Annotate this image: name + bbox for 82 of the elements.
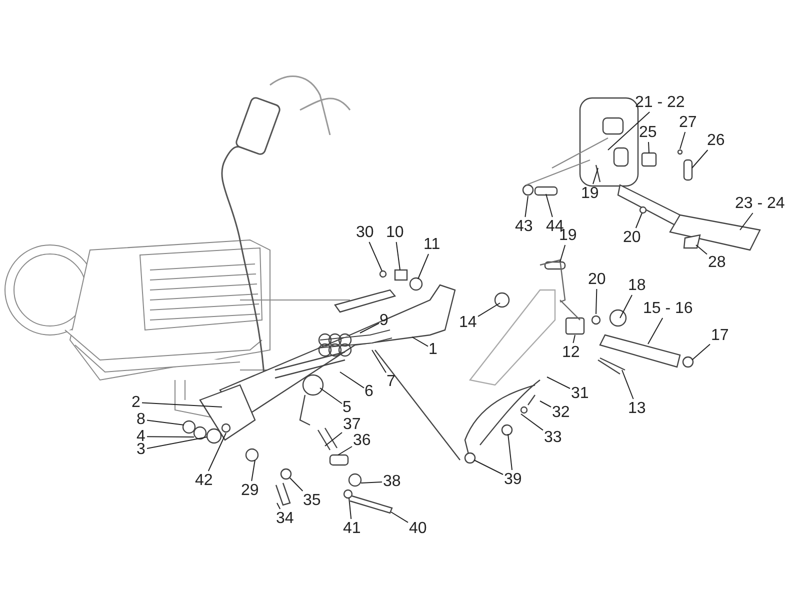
leader-line [648, 318, 664, 344]
callout-number: 40 [409, 520, 427, 536]
callout-number: 12 [562, 344, 580, 360]
callout-number: 31 [571, 384, 589, 402]
callout-number: 1 [428, 340, 438, 358]
leader-line [608, 112, 650, 150]
leader-line [290, 478, 304, 492]
leader-line [390, 512, 408, 523]
leader-line [360, 482, 382, 484]
callout-number: 13 [628, 400, 646, 416]
callout-number: 28 [708, 254, 726, 270]
callout-number: 41 [343, 520, 361, 536]
leader-line [338, 446, 352, 456]
callout-number: 21 - 22 [635, 94, 685, 110]
leader-line [368, 242, 382, 272]
leader-line [372, 350, 386, 374]
callout-number: 36 [353, 432, 371, 448]
leader-line [146, 436, 194, 438]
callout-number: 25 [639, 124, 657, 140]
callout-number: 34 [276, 510, 294, 526]
callout-number: 29 [241, 482, 259, 498]
leader-line [146, 436, 208, 449]
leader-line [546, 194, 553, 218]
callout-number: 5 [342, 398, 352, 416]
leader-line [648, 142, 650, 154]
leader-line [142, 402, 222, 408]
callout-number: 20 [588, 270, 606, 288]
callout-number: 18 [628, 276, 646, 294]
leader-line [324, 432, 342, 446]
leader-line [418, 254, 429, 280]
leader-line [692, 344, 710, 360]
callout-number: 43 [515, 218, 533, 234]
leader-line [635, 212, 642, 228]
callout-number: 20 [623, 228, 641, 246]
leader-line [474, 460, 504, 475]
callout-number: 8 [136, 410, 146, 428]
leader-line [692, 150, 708, 168]
leader-line [592, 168, 598, 184]
leader-line [560, 244, 566, 262]
leader-line [596, 288, 598, 314]
callout-number: 6 [364, 382, 374, 400]
leader-line [340, 372, 364, 388]
callout-number: 39 [504, 470, 522, 488]
leader-line [276, 502, 281, 510]
callout-number: 37 [343, 416, 361, 432]
callout-number: 11 [424, 236, 440, 252]
leader-line [360, 322, 380, 334]
leader-line [412, 336, 428, 347]
leader-line [396, 242, 400, 270]
leader-line [622, 370, 634, 400]
callout-number: 38 [383, 472, 401, 490]
callout-number: 35 [303, 492, 321, 508]
callout-number: 33 [544, 428, 562, 446]
leader-line [696, 244, 708, 255]
callout-number: 27 [679, 114, 697, 130]
callout-number: 32 [552, 404, 570, 420]
callout-number: 26 [707, 132, 725, 148]
callout-number: 14 [459, 314, 477, 330]
callout-number: 15 - 16 [643, 300, 693, 316]
callout-number: 19 [581, 184, 599, 202]
leader-line [680, 132, 686, 150]
leader-line [208, 432, 226, 472]
leader-line [572, 334, 576, 344]
leader-line [520, 414, 544, 431]
callout-number: 17 [711, 326, 729, 344]
leader-line [348, 498, 352, 520]
leader-line [524, 196, 528, 218]
leader-line [320, 388, 342, 404]
leader-line [508, 434, 512, 470]
leader-line [478, 302, 500, 317]
leader-line [740, 212, 754, 230]
callout-number: 23 - 24 [735, 194, 785, 212]
leader-line [546, 376, 570, 389]
callout-number: 42 [195, 472, 213, 488]
callout-number: 2 [132, 394, 140, 410]
callout-number: 30 [356, 224, 374, 240]
leader-line [620, 294, 632, 318]
leader-line [146, 420, 184, 426]
leader-line [540, 400, 552, 408]
callout-number: 7 [386, 372, 396, 390]
leader-line [251, 460, 256, 482]
callout-number: 10 [386, 224, 404, 240]
